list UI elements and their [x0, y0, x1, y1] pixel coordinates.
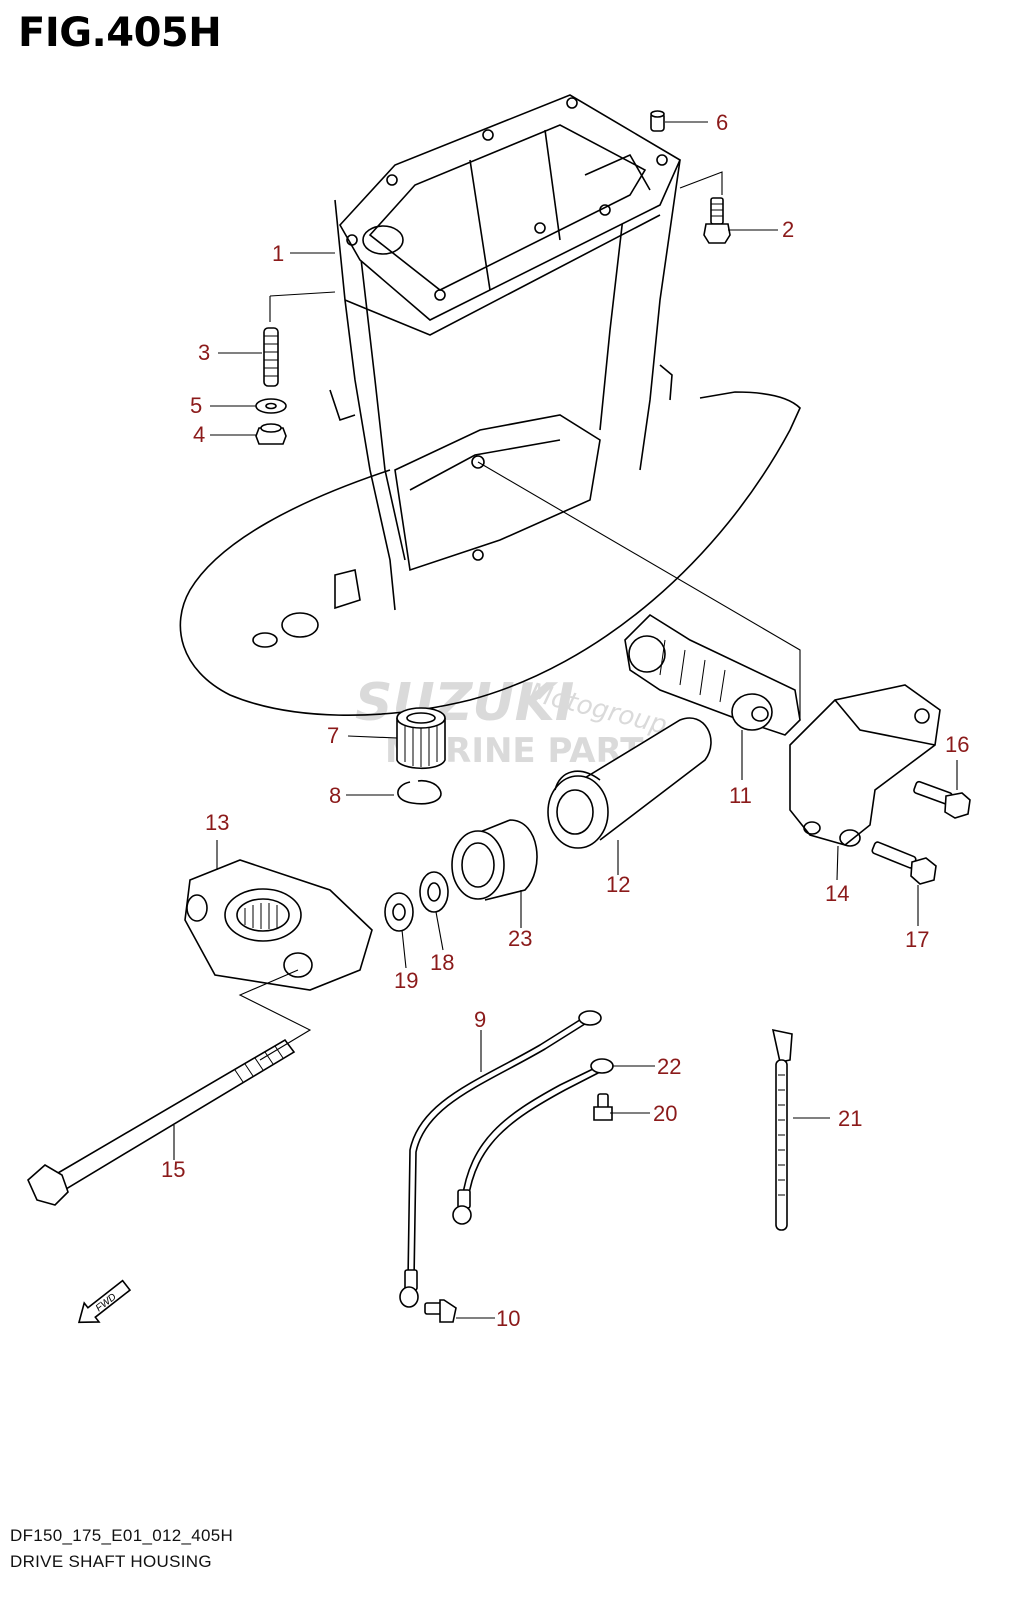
- cable-tie-21-part: [771, 1028, 793, 1231]
- bolt-16-part: [913, 780, 971, 819]
- callout-17: 17: [905, 927, 929, 952]
- leader-housing-to-14: [477, 461, 801, 720]
- callout-14: 14: [825, 881, 849, 906]
- callout-4: 4: [193, 422, 205, 447]
- circlip-8-part: [397, 779, 442, 805]
- mount-bracket-14-part: [789, 684, 941, 847]
- callout-3: 3: [198, 340, 210, 365]
- bushing-7-part: [396, 707, 446, 770]
- callout-15: 15: [161, 1157, 185, 1182]
- callout-8: 8: [329, 783, 341, 808]
- washer-18-part: [419, 871, 449, 913]
- screw-20-part: [593, 1093, 613, 1121]
- callout-11: 11: [729, 783, 752, 808]
- callout-5: 5: [190, 393, 202, 418]
- callout-10: 10: [496, 1306, 520, 1331]
- callout-2: 2: [782, 217, 794, 242]
- washer-5-part: [255, 398, 287, 414]
- callout-9: 9: [474, 1007, 486, 1032]
- long-bolt-15-part: [27, 1038, 296, 1206]
- callout-6: 6: [716, 110, 728, 135]
- callout-12: 12: [606, 872, 630, 897]
- figure-code: DF150_175_E01_012_405H: [10, 1526, 234, 1545]
- bolt-2-part: [703, 197, 731, 244]
- callouts: 1 2 3 4 5 6 7 8 9 10 11 12 13 14 15 16 1…: [161, 110, 969, 1331]
- callout-19: 19: [394, 968, 418, 993]
- lower-mount-13-part: [184, 859, 373, 991]
- drive-shaft-housing-part: [179, 94, 801, 716]
- callout-16: 16: [945, 732, 969, 757]
- nut-4-part: [255, 423, 287, 445]
- callout-22: 22: [657, 1054, 681, 1079]
- bolt-17-part: [871, 841, 937, 885]
- watermark-brand: SUZUKI: [355, 673, 574, 733]
- cover-23-part: [451, 819, 538, 901]
- figure-title: FIG.405H: [18, 10, 222, 56]
- ground-wire-22-part: [452, 1058, 614, 1225]
- leader-lines: [173, 121, 958, 1319]
- stud-3-part: [263, 327, 279, 387]
- leader-15-to-13: [238, 969, 312, 1061]
- fwd-arrow-icon: FWD: [77, 1279, 132, 1324]
- mount-12-part: [547, 717, 712, 849]
- callout-21: 21: [838, 1106, 862, 1131]
- ground-wire-9-part: [399, 1010, 602, 1308]
- figure-name: DRIVE SHAFT HOUSING: [10, 1552, 212, 1571]
- callout-7: 7: [327, 723, 339, 748]
- callout-18: 18: [430, 950, 454, 975]
- washer-19-part: [384, 892, 414, 932]
- mount-rubber-11-part: [624, 613, 801, 736]
- callout-1: 1: [272, 241, 284, 266]
- dowel-pin-part: [650, 110, 665, 132]
- callout-20: 20: [653, 1101, 677, 1126]
- callout-23: 23: [508, 926, 532, 951]
- screw-10-part: [424, 1299, 457, 1323]
- callout-13: 13: [205, 810, 229, 835]
